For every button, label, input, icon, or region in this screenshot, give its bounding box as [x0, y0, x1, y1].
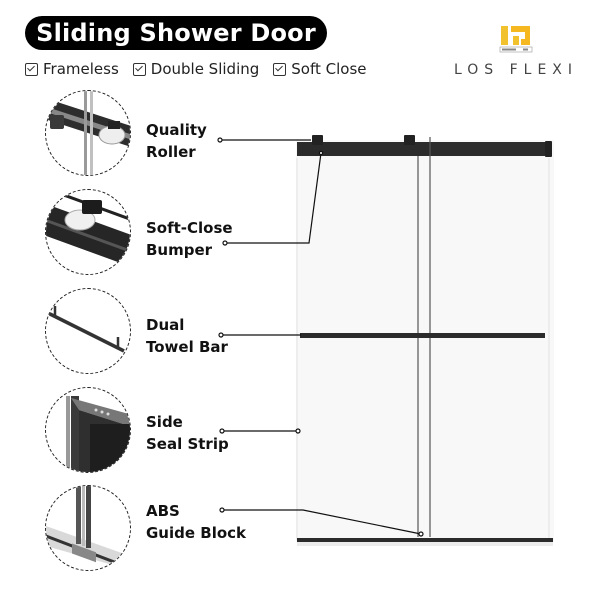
callout-quality-roller: Quality Roller — [146, 119, 207, 163]
checkbox-checked-icon — [25, 62, 38, 76]
feature-list: Frameless Double Sliding Soft Close — [25, 60, 367, 78]
feature-label: Soft Close — [291, 60, 367, 78]
callout-soft-close-bumper: Soft-Close Bumper — [146, 217, 233, 261]
callout-line1: Quality — [146, 121, 207, 139]
callout-dual-towel-bar: Dual Towel Bar — [146, 314, 228, 358]
feature-double-sliding: Double Sliding — [132, 60, 260, 78]
brand-logo: LOS FLEXI — [441, 24, 591, 78]
los-flexi-logo-icon — [499, 24, 533, 54]
callout-line1: Soft-Close — [146, 219, 233, 237]
callout-side-seal-strip: Side Seal Strip — [146, 411, 229, 455]
callout-line2: Guide Block — [146, 524, 247, 542]
feature-soft-close: Soft Close — [273, 60, 367, 78]
roller-detail-icon — [45, 90, 131, 176]
callout-line2: Towel Bar — [146, 338, 228, 356]
checkbox-checked-icon — [132, 62, 146, 76]
feature-frameless: Frameless — [25, 60, 119, 78]
callout-line2: Roller — [146, 143, 196, 161]
feature-label: Frameless — [43, 60, 119, 78]
callout-line2: Seal Strip — [146, 435, 229, 453]
towel-bar-detail-icon — [45, 288, 131, 374]
callout-line1: Side — [146, 413, 183, 431]
feature-label: Double Sliding — [150, 60, 260, 78]
checkbox-checked-icon — [273, 62, 287, 76]
shower-door-glass — [296, 140, 554, 542]
callout-line2: Bumper — [146, 241, 213, 259]
seal-strip-detail-icon — [45, 387, 131, 473]
guide-block-detail-icon — [45, 485, 131, 571]
callout-line1: ABS — [146, 502, 180, 520]
page-title: Sliding Shower Door — [25, 16, 327, 50]
brand-name: LOS FLEXI — [453, 62, 579, 78]
bumper-detail-icon — [45, 189, 131, 275]
callout-line1: Dual — [146, 316, 185, 334]
callout-abs-guide-block: ABS Guide Block — [146, 500, 246, 544]
